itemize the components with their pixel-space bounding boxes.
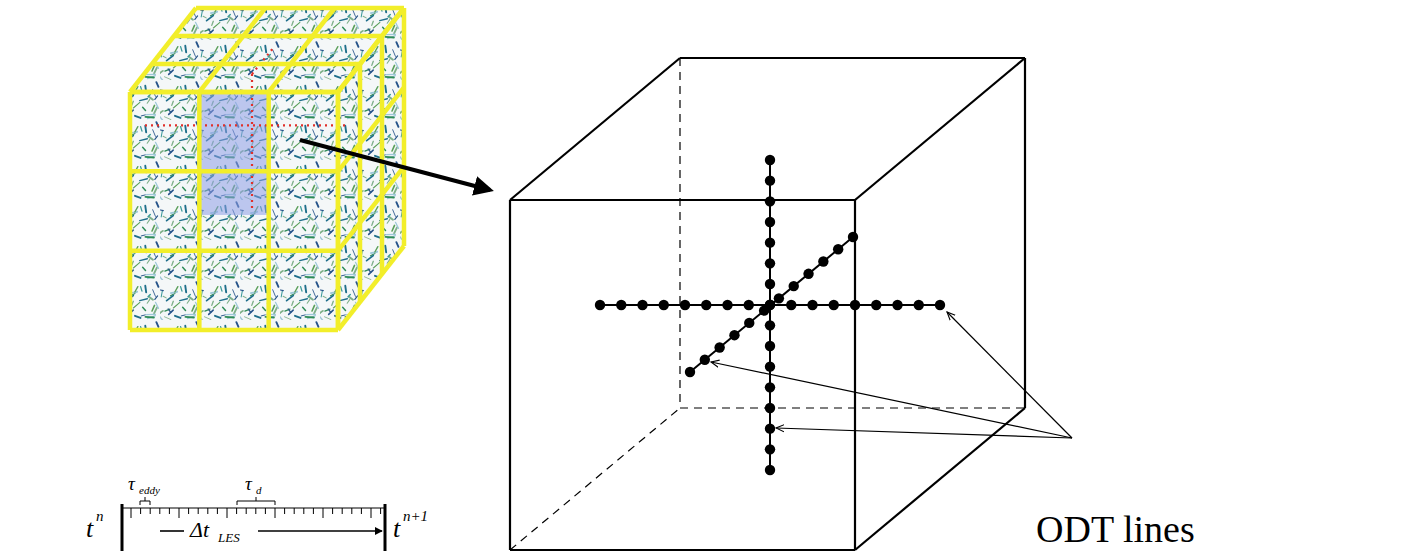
cube-edge <box>1024 58 1026 408</box>
ruler-tick <box>284 508 285 514</box>
ruler-tick <box>217 508 218 514</box>
ruler-tick <box>227 508 228 518</box>
callout-label: ODT lines <box>1036 510 1195 548</box>
time-scale-symbol: τ <box>128 474 135 493</box>
les-domain-cube <box>130 8 404 330</box>
leader-line <box>947 312 1072 438</box>
tau-eddy-bracket <box>140 497 150 505</box>
cube-edge <box>855 408 1025 550</box>
ruler-tick <box>323 508 324 518</box>
interval-line <box>160 530 184 532</box>
ruler-tick <box>380 508 381 514</box>
cube-edge <box>680 57 1025 59</box>
ruler-tick <box>246 508 247 514</box>
ruler-tick <box>294 508 295 514</box>
time-symbol: t <box>86 516 93 542</box>
ruler-tick <box>179 508 180 518</box>
hidden-edge <box>680 407 1025 408</box>
leader-lines <box>711 312 1072 438</box>
superscript: n <box>96 509 104 524</box>
ruler-tick <box>342 508 343 514</box>
cube-face <box>130 92 338 330</box>
cube-edge <box>510 549 855 551</box>
odt-line-z <box>685 232 858 377</box>
hidden-edge <box>510 408 680 550</box>
hidden-edge <box>679 58 680 408</box>
superscript: n+1 <box>403 509 428 524</box>
ruler-tick <box>207 508 208 514</box>
ruler-tick <box>351 508 352 514</box>
ruler-tick <box>169 508 170 514</box>
cube-face <box>338 8 404 330</box>
highlighted-cell <box>199 92 268 215</box>
ruler-tick <box>198 508 199 514</box>
time-ruler <box>122 497 385 551</box>
cube-edge <box>855 58 1025 200</box>
cube-edge <box>509 200 511 550</box>
subscript: d <box>256 485 262 496</box>
odt-line-x <box>595 300 945 310</box>
ruler-tick <box>255 508 256 514</box>
leader-line <box>776 428 1072 438</box>
leader-line <box>711 362 1072 438</box>
tau-d-bracket <box>237 497 275 505</box>
ruler-tick <box>150 508 151 514</box>
time-bar <box>121 504 124 551</box>
ruler-tick <box>188 508 189 514</box>
ruler-tick <box>313 508 314 514</box>
subscript: eddy <box>139 485 160 496</box>
zoom-arrow <box>300 140 490 190</box>
red-dotted-lines <box>145 47 348 211</box>
ruler-tick <box>371 508 372 518</box>
ruler-tick <box>236 508 237 514</box>
ruler-tick <box>303 508 304 514</box>
odt-lines <box>595 155 945 475</box>
ruler-tick <box>131 508 132 518</box>
ruler-tick <box>140 508 141 514</box>
cube-edge <box>510 199 855 201</box>
time-step-symbol: Δt <box>190 519 209 541</box>
cube-edge <box>510 58 680 200</box>
interval-arrow <box>258 530 382 532</box>
ruler-tick <box>275 508 276 518</box>
cube-edge <box>854 200 856 550</box>
subscript: LES <box>218 531 240 544</box>
ruler-tick <box>159 508 160 514</box>
time-scale-symbol: τ <box>245 474 252 493</box>
ruler-tick <box>361 508 362 514</box>
odt-line-y <box>765 155 775 475</box>
time-symbol: t <box>393 516 400 542</box>
les-cell-cube <box>510 58 1025 550</box>
time-bar <box>384 504 387 551</box>
grid-lines <box>130 8 404 330</box>
ruler-tick <box>332 508 333 514</box>
ruler-line <box>122 508 385 509</box>
ruler-tick <box>265 508 266 514</box>
